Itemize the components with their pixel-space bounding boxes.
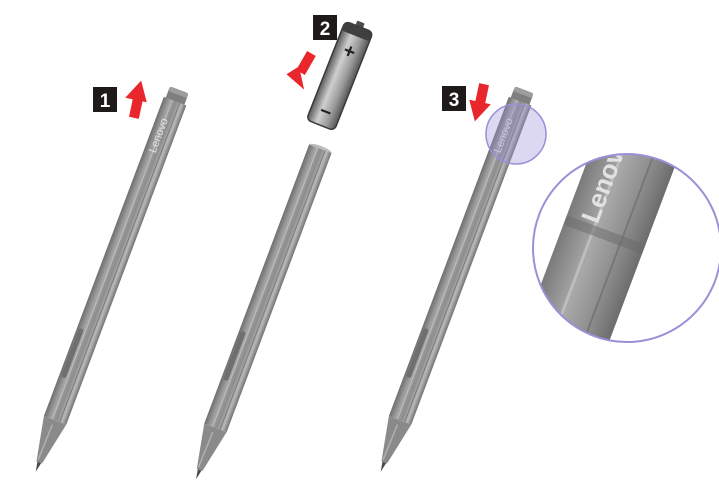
pen-2-barrel [196,143,332,480]
arrow-up-icon [125,80,147,119]
arrow-down-icon [469,83,491,122]
step-2-badge: 2 [313,15,337,40]
pen-1: Lenovo [35,86,189,472]
magnifier-ring [532,153,719,343]
arrow-down-left-icon [286,50,316,90]
step-1-number: 1 [100,91,111,112]
step-2-group: 2 + − [196,15,373,480]
step-3-group: 3 Lenovo [380,83,719,472]
step-2-number: 2 [320,19,331,40]
battery: + − [307,20,373,131]
magnified-detail-callout: Lenovo [532,153,719,343]
step-3-number: 3 [449,90,460,111]
step-1-badge: 1 [93,87,117,112]
highlight-circle [485,103,547,165]
step-1-group: 1 Lenovo [35,80,189,472]
step-3-badge: 3 [442,86,466,111]
pen-3: Lenovo [380,86,534,472]
